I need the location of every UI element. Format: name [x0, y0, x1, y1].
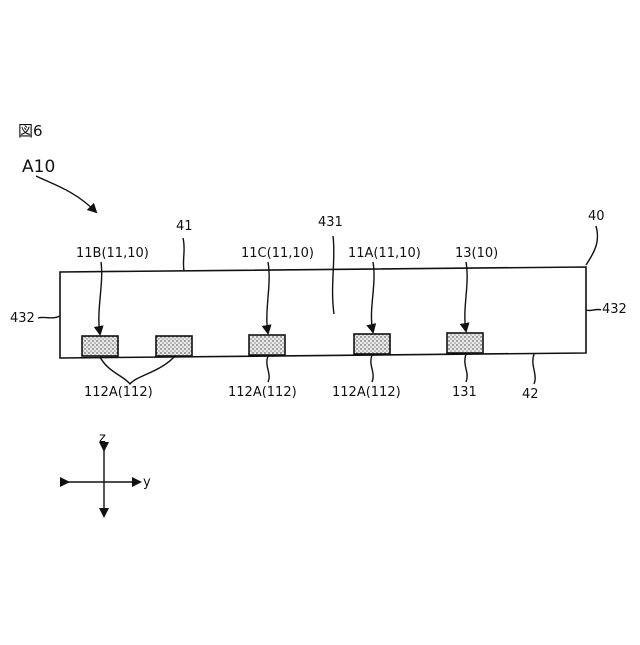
label-431: 431	[318, 215, 343, 230]
label-40: 40	[588, 209, 605, 224]
label-pad-11C: 112A(112)	[228, 385, 297, 400]
label-42: 42	[522, 387, 539, 402]
leader-41	[183, 238, 184, 271]
y-axis-label: y	[143, 475, 151, 490]
leader-pad-pair	[100, 357, 174, 384]
label-432-right: 432	[602, 302, 627, 317]
label-pad-11A: 112A(112)	[332, 385, 401, 400]
leader-432-right	[586, 309, 601, 310]
chip-11B-pad	[156, 336, 192, 356]
leader-42	[533, 354, 535, 384]
z-axis-label: z	[99, 431, 106, 446]
figure-number: 図6	[18, 122, 43, 140]
leader-131	[465, 354, 467, 382]
label-pad-pair: 112A(112)	[84, 385, 153, 400]
label-13: 13(10)	[455, 246, 498, 261]
label-432-left: 432	[10, 311, 35, 326]
chip-11C	[249, 335, 285, 355]
label-41: 41	[176, 219, 193, 234]
leader-432-left	[38, 316, 60, 318]
chip-13	[447, 333, 483, 353]
leader-pad-11C	[267, 356, 269, 382]
leader-pad-11A	[371, 355, 373, 382]
leader-40	[586, 226, 598, 265]
chip-11A	[354, 334, 390, 354]
assembly-label: A10	[22, 157, 55, 177]
label-11A: 11A(11,10)	[348, 246, 421, 261]
chip-11B	[82, 336, 118, 356]
assembly-arrow	[36, 176, 96, 212]
body-rectangle	[60, 267, 586, 358]
label-11B: 11B(11,10)	[76, 246, 149, 261]
label-11C: 11C(11,10)	[241, 246, 314, 261]
label-131: 131	[452, 385, 477, 400]
